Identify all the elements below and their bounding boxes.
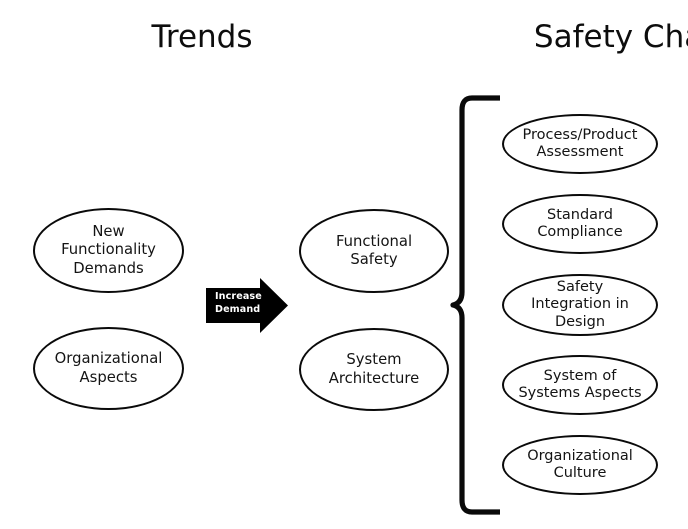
column-title-safety-challenges: Safety Challenges [533,19,688,55]
arrow-shape [206,278,288,333]
node-label: New Functionality Demands [61,223,156,277]
node-organizational-aspects[interactable]: Organizational Aspects [33,327,184,410]
node-new-functionality-demands[interactable]: New Functionality Demands [33,208,184,293]
node-label: System of Systems Aspects [518,367,642,401]
node-system-of-systems-aspects[interactable]: System of Systems Aspects [502,355,658,415]
node-label: Process/Product Assessment [522,126,638,160]
node-functional-safety[interactable]: Functional Safety [299,209,449,293]
arrow-increase-demand[interactable]: Increase Demand [206,278,288,333]
node-label: Safety Integration in Design [531,278,629,330]
column-title-trends: Trends [151,19,253,55]
left-curly-brace-icon [448,92,508,518]
node-safety-integration-in-design[interactable]: Safety Integration in Design [502,274,658,336]
node-label: Standard Compliance [537,206,623,240]
arrow-label: Increase Demand [215,291,262,315]
node-label: Functional Safety [335,232,413,268]
node-process-product-assessment[interactable]: Process/Product Assessment [502,114,658,174]
node-system-architecture[interactable]: System Architecture [299,328,449,411]
node-standard-compliance[interactable]: Standard Compliance [502,194,658,254]
node-organizational-culture[interactable]: Organizational Culture [502,435,658,495]
node-label: Organizational Culture [527,447,633,481]
node-label: Organizational Aspects [54,350,163,386]
node-label: System Architecture [328,351,420,387]
